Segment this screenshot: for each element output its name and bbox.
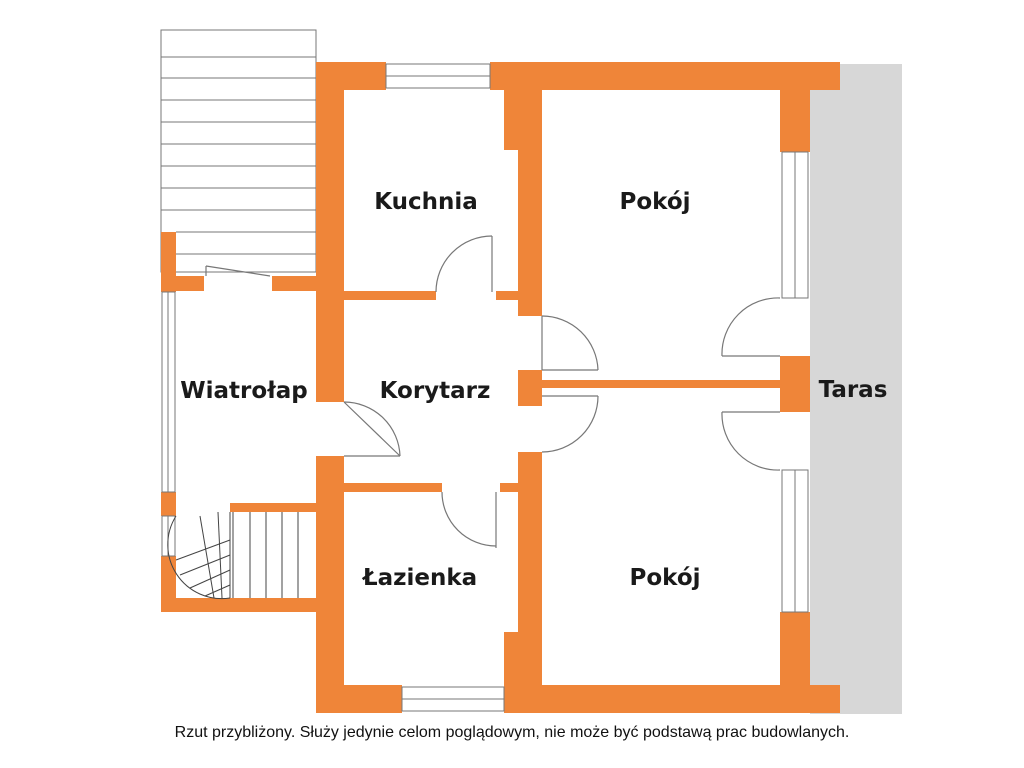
room-label-lazienka: Łazienka (361, 565, 477, 591)
disclaimer-text: Rzut przybliżony. Służy jedynie celom po… (174, 724, 850, 741)
walls (161, 62, 840, 713)
inner-stairs (167, 511, 299, 600)
room-label-pokoj-bottom: Pokój (629, 565, 700, 591)
room-label-wiatrolap: Wiatrołap (180, 378, 307, 404)
doors (205, 235, 781, 548)
entrance-stairs (160, 29, 317, 273)
windows (161, 63, 809, 712)
room-label-kuchnia: Kuchnia (374, 189, 478, 215)
terrace-area (810, 64, 902, 714)
room-label-taras: Taras (819, 377, 888, 403)
room-label-korytarz: Korytarz (380, 378, 491, 404)
room-label-pokoj-top: Pokój (619, 189, 690, 215)
floor-plan: Kuchnia Pokój Wiatrołap Korytarz Taras Ł… (160, 29, 902, 714)
